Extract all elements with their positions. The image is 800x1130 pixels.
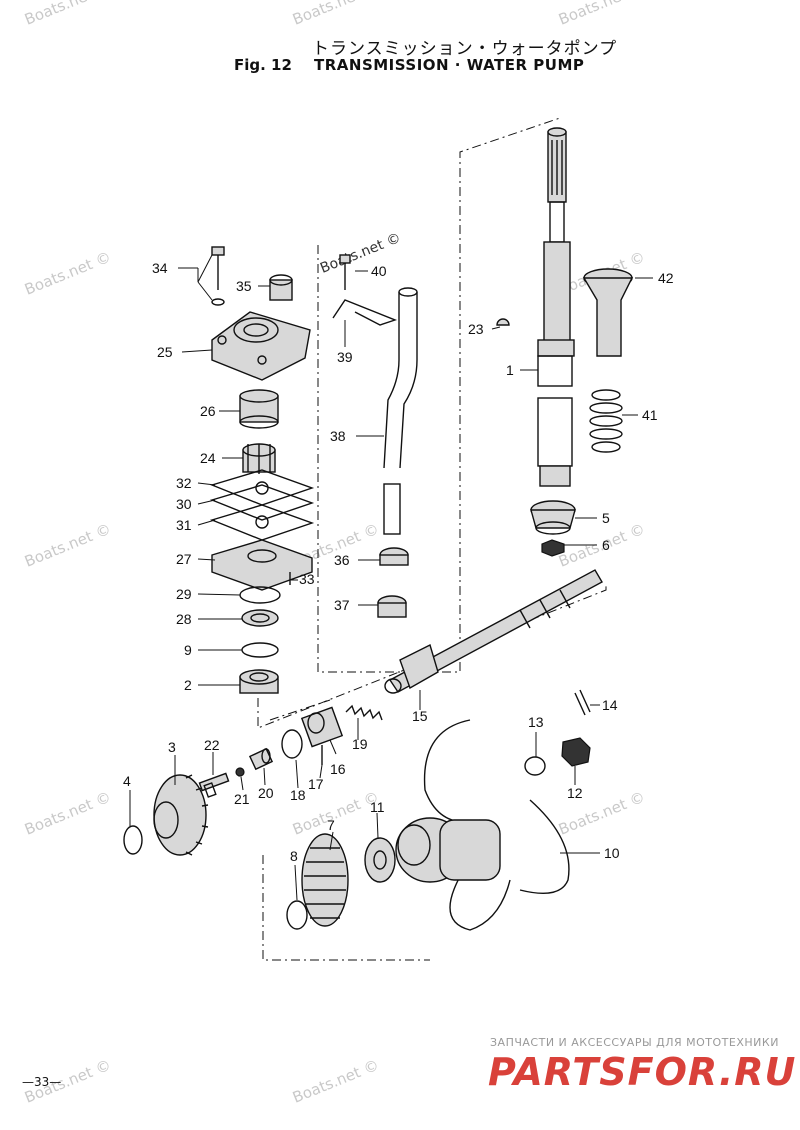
part-o-ring — [241, 642, 279, 658]
part-screw-plate — [332, 254, 398, 326]
figure-title-japanese: トランスミッション・ウォータポンプ — [312, 39, 618, 59]
callout: 6 — [602, 537, 610, 553]
callout: 22 — [204, 737, 220, 753]
part-thrust-hub — [364, 837, 396, 883]
callout: 35 — [236, 278, 252, 294]
part-reverse-gear — [301, 833, 349, 927]
part-shim — [286, 900, 308, 930]
callout: 7 — [327, 817, 335, 833]
callout: 34 — [152, 260, 168, 276]
part-clutch-dog — [300, 706, 344, 748]
part-plunger — [248, 747, 274, 771]
brand-logo: PARTSFOR.RU — [488, 1050, 797, 1094]
callout: 29 — [176, 586, 192, 602]
part-grommet — [269, 274, 293, 301]
callout: 28 — [176, 611, 192, 627]
callout: 3 — [168, 739, 176, 755]
callout: 17 — [308, 776, 324, 792]
part-pinion-nut — [541, 539, 565, 557]
leader-lines — [129, 254, 653, 901]
callout: 1 — [506, 362, 514, 378]
part-tube-grommet — [379, 547, 409, 566]
page-number: —33— — [22, 1075, 62, 1089]
callout: 33 — [299, 571, 315, 587]
callout: 31 — [176, 517, 192, 533]
part-bearing — [239, 669, 279, 694]
part-forward-gear — [153, 774, 209, 856]
callout: 2 — [184, 677, 192, 693]
callout: 12 — [567, 785, 583, 801]
callout: 16 — [330, 761, 346, 777]
callout: 37 — [334, 597, 350, 613]
part-woodruff-key — [496, 318, 510, 326]
part-impeller — [242, 443, 276, 474]
callout: 32 — [176, 475, 192, 491]
callout: 10 — [604, 845, 620, 861]
part-shift-spring — [345, 704, 383, 721]
part-insert-cartridge — [239, 389, 279, 429]
callout: 30 — [176, 496, 192, 512]
part-retaining-ring — [281, 729, 303, 759]
callout: 11 — [370, 799, 385, 815]
assembly-guide-line — [269, 699, 331, 721]
part-oil-seal — [241, 609, 279, 627]
callout: 20 — [258, 785, 274, 801]
callout: 13 — [528, 714, 544, 730]
callout: 39 — [337, 349, 353, 365]
figure-title-english: TRANSMISSION · WATER PUMP — [314, 56, 585, 74]
part-pump-base — [211, 539, 313, 591]
callout: 38 — [330, 428, 346, 444]
part-bolt — [211, 246, 225, 306]
callout: 36 — [334, 552, 350, 568]
callout: 27 — [176, 551, 192, 567]
callout: 9 — [184, 642, 192, 658]
part-drive-shaft — [537, 127, 575, 487]
part-sleeve — [582, 268, 634, 357]
callout: 18 — [290, 787, 306, 803]
callout: 26 — [200, 403, 216, 419]
part-ball — [235, 767, 245, 777]
part-washer — [524, 756, 546, 776]
callout: 25 — [157, 344, 173, 360]
part-propeller-shaft — [384, 569, 603, 694]
callout: 4 — [123, 773, 131, 789]
part-shift-rod — [198, 772, 230, 798]
callout: 5 — [602, 510, 610, 526]
callout: 14 — [602, 697, 618, 713]
part-tube-seal — [377, 595, 407, 618]
callout: 19 — [352, 736, 368, 752]
part-propeller — [395, 719, 570, 931]
callout: 42 — [658, 270, 674, 286]
part-pump-housing — [211, 311, 311, 381]
part-gasket-stack — [209, 469, 315, 541]
callout: 23 — [468, 321, 484, 337]
part-pinion-gear — [530, 500, 576, 535]
part-water-tube — [383, 287, 418, 535]
part-shim — [123, 825, 143, 855]
callout: 15 — [412, 708, 428, 724]
callout: 24 — [200, 450, 216, 466]
brand-tagline: ЗАПЧАСТИ И АКСЕССУАРЫ ДЛЯ МОТОТЕХНИКИ — [490, 1036, 779, 1049]
part-propeller-nut — [561, 737, 591, 767]
part-cotter-pin — [574, 689, 591, 716]
callout: 8 — [290, 848, 298, 864]
figure-number: Fig. 12 — [234, 56, 292, 74]
assembly-guide-line — [317, 117, 561, 673]
assembly-guide-line — [262, 855, 430, 961]
callout: 41 — [642, 407, 658, 423]
part-spring — [589, 389, 623, 453]
callout-labels: 34 35 40 25 39 23 1 42 26 41 38 24 32 30… — [123, 260, 674, 864]
callout: 40 — [371, 263, 387, 279]
callout: 21 — [234, 791, 250, 807]
